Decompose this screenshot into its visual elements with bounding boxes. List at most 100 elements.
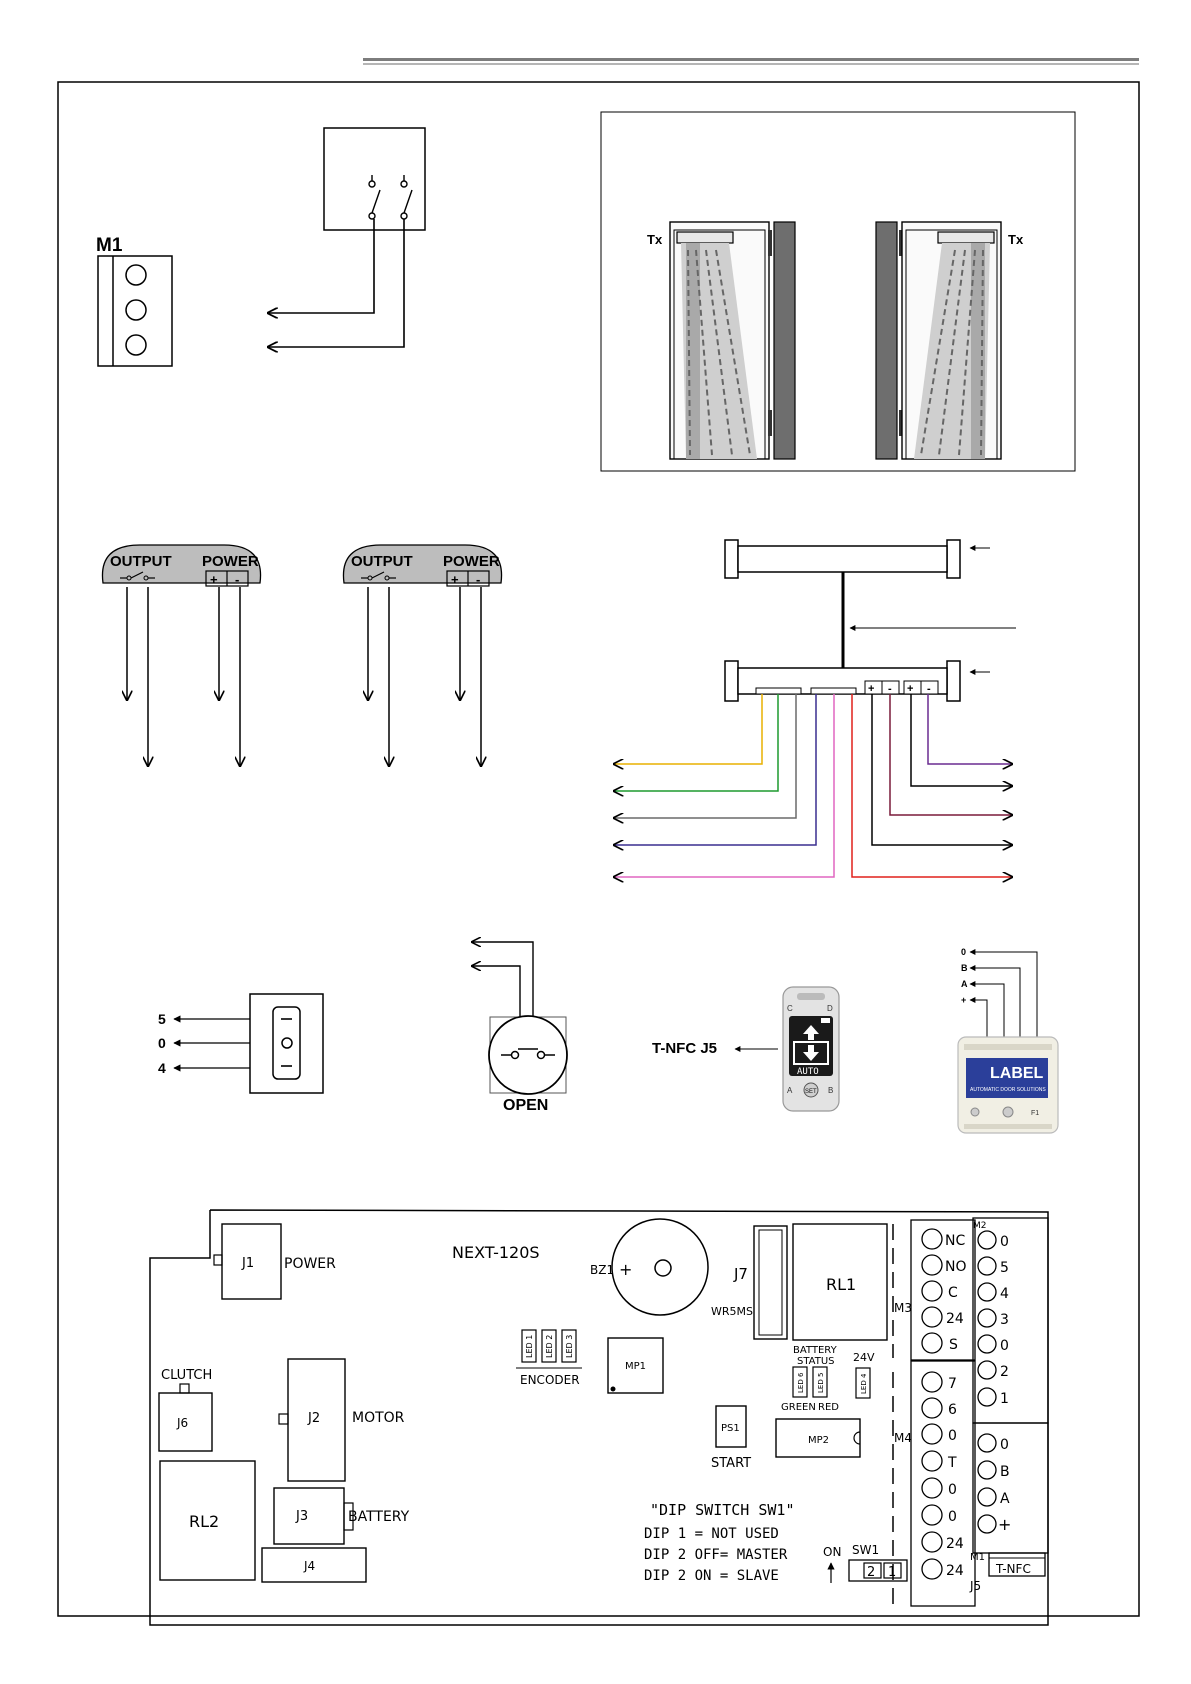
board-j2: J2 [307, 1411, 320, 1426]
board-j4: J4 [303, 1559, 315, 1573]
dip-2-on-note: DIP 2 ON = SLAVE [644, 1568, 779, 1584]
m4-pin-t: T [947, 1455, 957, 1471]
m3-pin-s: S [949, 1337, 958, 1353]
m2-pin-2: 2 [1000, 1364, 1009, 1380]
keypad-pin-b: B [961, 963, 968, 973]
m4-pin-24a: 24 [946, 1536, 964, 1552]
led-red-label: RED [818, 1402, 839, 1413]
encoder-leds: LED 1 LED 2 LED 3 ENCODER [516, 1329, 582, 1387]
keypad-pin-plus: + [961, 995, 966, 1005]
keypad-brand: LABEL [990, 1065, 1044, 1082]
tnfc-label: T-NFC J5 [652, 1040, 717, 1057]
board-wr5ms: WR5MS [711, 1305, 753, 1318]
dip-2-off-note: DIP 2 OFF= MASTER [644, 1547, 788, 1563]
sensor-doors-panel: Tx Tx [600, 111, 1076, 472]
detector-left-output: OUTPUT [110, 553, 172, 570]
board-j1: J1 [241, 1256, 254, 1271]
bar-minus-b: - [927, 683, 931, 695]
sw1-label: SW1 [852, 1543, 879, 1557]
encoder-label: ENCODER [520, 1373, 580, 1387]
board-j7: J7 [733, 1265, 748, 1283]
m3-pin-c: C [948, 1285, 958, 1301]
detector-left-power: POWER [202, 553, 259, 570]
m4-pin-0a: 0 [948, 1428, 957, 1444]
keypad-tagline: AUTOMATIC DOOR SOLUTIONS [970, 1087, 1046, 1093]
board-mp1: MP1 [625, 1361, 646, 1372]
m3-pin-24: 24 [946, 1311, 964, 1327]
detector-right-output: OUTPUT [351, 553, 413, 570]
selector-pin-5: 5 [158, 1011, 166, 1027]
detector-left: OUTPUT POWER + - [101, 544, 262, 766]
led6-label: LED 6 [797, 1372, 805, 1393]
board-rl1: RL1 [826, 1275, 856, 1294]
header-rule [363, 58, 1139, 65]
v24-label: 24V [853, 1351, 875, 1364]
board-m2: M2 [973, 1221, 987, 1231]
bar-sensor: + - + - [614, 539, 1016, 877]
board-rl2: RL2 [189, 1512, 219, 1531]
board-m3: M3 [894, 1301, 912, 1315]
battery-status-label-1: BATTERY [793, 1345, 838, 1356]
m3-pin-nc: NC [945, 1233, 965, 1249]
open-push-button: OPEN [472, 942, 568, 1114]
board-clutch: CLUTCH [161, 1368, 212, 1383]
board-start: START [711, 1456, 751, 1471]
m2-pin-3: 3 [1000, 1312, 1009, 1328]
bar-plus-b: + [907, 683, 913, 695]
key-switch-box [268, 127, 426, 347]
led3-label: LED 3 [565, 1335, 574, 1358]
board-ps1: PS1 [721, 1423, 740, 1434]
board-m1: M1 [970, 1552, 985, 1563]
dip-title: "DIP SWITCH SW1" [650, 1501, 795, 1519]
detector-right-power: POWER [443, 553, 500, 570]
tx-right-label: Tx [1008, 232, 1024, 247]
board-title: NEXT-120S [452, 1243, 540, 1262]
led2-label: LED 2 [545, 1335, 554, 1358]
detector-right-minus: - [476, 572, 480, 587]
board-motor: MOTOR [352, 1410, 405, 1426]
board-power-label: POWER [284, 1256, 336, 1272]
open-button-label: OPEN [503, 1097, 548, 1114]
battery-status-label-2: STATUS [797, 1356, 835, 1367]
m1-board-terminals: 0 B A + [977, 1433, 1011, 1534]
tnfc-key-a: A [787, 1086, 793, 1095]
led5-label: LED 5 [817, 1373, 825, 1393]
m2-terminals: 0 5 4 3 0 2 1 [977, 1230, 1009, 1407]
tnfc-key-d: D [827, 1004, 833, 1013]
m4-pin-0b: 0 [948, 1482, 957, 1498]
m1-pin-a: A [1000, 1491, 1010, 1507]
tnfc-key-c: C [787, 1004, 793, 1013]
board-tnfc: T-NFC [995, 1562, 1031, 1576]
m2-pin-0b: 0 [1000, 1338, 1009, 1354]
keypad-pin-a: A [961, 979, 968, 989]
board-mp2: MP2 [808, 1435, 829, 1446]
tnfc-key-b: B [828, 1086, 833, 1095]
m4-pin-0c: 0 [948, 1509, 957, 1525]
dip-1-note: DIP 1 = NOT USED [644, 1526, 779, 1542]
tnfc-set-key: SET [805, 1089, 817, 1095]
m4-terminals: 7 6 0 T 0 0 24 24 [921, 1371, 964, 1580]
board-battery: BATTERY [348, 1509, 410, 1525]
m1-label: M1 [96, 235, 123, 256]
keypad-pin-0: 0 [961, 947, 966, 957]
bar-plus-a: + [868, 683, 874, 695]
m2-pin-4: 4 [1000, 1286, 1009, 1302]
led4-label: LED 4 [860, 1373, 868, 1394]
detector-left-minus: - [235, 572, 239, 587]
board-m4: M4 [894, 1431, 912, 1445]
led1-label: LED 1 [525, 1335, 534, 1358]
detector-right-plus: + [451, 572, 459, 587]
led-green-label: GREEN [781, 1402, 816, 1413]
selector-pin-0: 0 [158, 1035, 166, 1051]
tnfc-module: T-NFC J5 C D AUTO SET A B [652, 986, 840, 1112]
keypad-f1: F1 [1031, 1110, 1039, 1117]
detector-left-plus: + [210, 572, 218, 587]
m4-pin-7: 7 [948, 1376, 957, 1392]
m3-pin-no: NO [945, 1259, 967, 1275]
tnfc-screen-text: AUTO [797, 1067, 819, 1077]
tx-left-label: Tx [647, 232, 663, 247]
program-selector: 5 0 4 [158, 993, 324, 1094]
m1-pin-b: B [1000, 1464, 1010, 1480]
sw1-on-label: ON [823, 1545, 841, 1559]
